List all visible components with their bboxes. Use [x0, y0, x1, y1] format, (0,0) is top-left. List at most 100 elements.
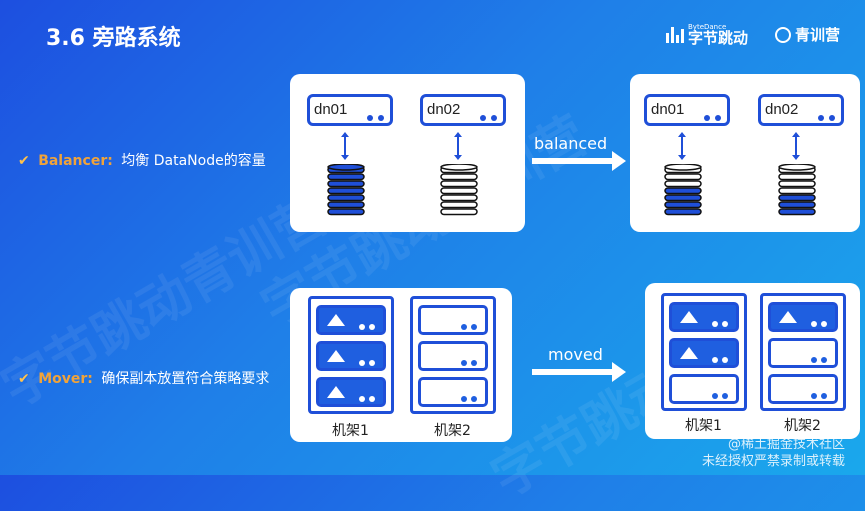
datanode-box: dn02	[420, 94, 506, 126]
rack-slot-filled	[669, 302, 739, 332]
rack-slot-filled	[669, 338, 739, 368]
status-dots-icon	[355, 317, 375, 335]
rack	[760, 293, 846, 411]
disk-segment	[664, 201, 702, 209]
disk-segment	[778, 201, 816, 209]
disk-segment	[327, 201, 365, 209]
status-dots-icon	[708, 386, 728, 404]
page-title: 3.6 旁路系统	[46, 26, 181, 51]
datanode-name: dn01	[651, 101, 685, 118]
status-dots-icon	[813, 108, 835, 126]
balancer-before-panel: dn01 dn02	[290, 74, 525, 232]
status-dots-icon	[457, 353, 477, 371]
disk-cap	[664, 164, 702, 171]
disk-cap	[327, 164, 365, 171]
disk-segment	[327, 180, 365, 188]
check-icon: ✔	[18, 153, 30, 169]
rack-slot-empty	[669, 374, 739, 404]
bidirectional-arrow-icon	[454, 132, 462, 160]
camp-logo: 青训营	[775, 24, 840, 45]
disk-segment	[664, 194, 702, 202]
status-dots-icon	[457, 317, 477, 335]
status-dots-icon	[355, 353, 375, 371]
status-dots-icon	[708, 350, 728, 368]
datanode-box: dn02	[758, 94, 844, 126]
disk-cap	[440, 164, 478, 171]
bytedance-name: 字节跳动	[688, 29, 749, 47]
rack-slot-empty	[768, 338, 838, 368]
rack	[410, 296, 496, 414]
eject-triangle-icon	[327, 350, 345, 362]
mover-after-panel: 机架1 机架2	[645, 283, 860, 439]
disk-segment	[664, 180, 702, 188]
bidirectional-arrow-icon	[792, 132, 800, 160]
status-dots-icon	[807, 386, 827, 404]
eject-triangle-icon	[327, 386, 345, 398]
status-dots-icon	[355, 389, 375, 407]
datanode-name: dn02	[427, 101, 461, 118]
rack-slot-filled	[316, 377, 386, 407]
rack-slot-filled	[316, 341, 386, 371]
disk-segment	[664, 208, 702, 216]
disk-segment	[778, 180, 816, 188]
status-dots-icon	[708, 314, 728, 332]
eject-triangle-icon	[327, 314, 345, 326]
balancer-keyword: Balancer:	[38, 153, 113, 169]
rack	[308, 296, 394, 414]
status-dots-icon	[807, 350, 827, 368]
rack-label: 机架2	[784, 418, 821, 434]
camp-name: 青训营	[795, 26, 841, 44]
footer-watermark: @稀土掘金技术社区 未经授权严禁录制或转载	[702, 436, 845, 471]
mover-before-panel: 机架1 机架2	[290, 288, 512, 442]
datanode-name: dn01	[314, 101, 348, 118]
disk-stack-icon	[664, 164, 702, 216]
disk-segment	[440, 173, 478, 181]
disk-segment	[327, 173, 365, 181]
rack-slot-empty	[418, 341, 488, 371]
rack-slot-filled	[316, 305, 386, 335]
eject-triangle-icon	[680, 311, 698, 323]
bytedance-logo: ByteDance 字节跳动	[666, 24, 748, 46]
rack-slot-empty	[418, 305, 488, 335]
disk-segment	[778, 187, 816, 195]
check-icon: ✔	[18, 371, 30, 387]
disk-segment	[778, 194, 816, 202]
status-dots-icon	[475, 108, 497, 126]
disk-segment	[440, 187, 478, 195]
mover-keyword: Mover:	[38, 371, 93, 387]
moved-label: moved	[548, 345, 603, 364]
disk-segment	[327, 194, 365, 202]
balanced-label: balanced	[534, 134, 608, 153]
datanode-box: dn01	[307, 94, 393, 126]
rack-label: 机架1	[332, 423, 369, 439]
disk-stack-icon	[440, 164, 478, 216]
bidirectional-arrow-icon	[341, 132, 349, 160]
disk-segment	[664, 173, 702, 181]
eject-triangle-icon	[779, 311, 797, 323]
disk-segment	[440, 201, 478, 209]
rack-slot-empty	[418, 377, 488, 407]
disk-stack-icon	[778, 164, 816, 216]
rack	[661, 293, 747, 411]
disk-segment	[327, 187, 365, 195]
balanced-arrow-icon	[532, 151, 626, 171]
footer-line2: 未经授权严禁录制或转载	[701, 454, 845, 470]
bytedance-small-text: ByteDance	[688, 23, 727, 31]
mover-description: 确保副本放置符合策略要求	[101, 371, 270, 387]
rack-slot-filled	[768, 302, 838, 332]
mover-bullet: ✔ Mover: 确保副本放置符合策略要求	[18, 368, 269, 388]
rack-slot-empty	[768, 374, 838, 404]
moved-arrow-icon	[532, 362, 626, 382]
camp-logo-icon	[775, 26, 791, 43]
balancer-bullet: ✔ Balancer: 均衡 DataNode的容量	[18, 150, 266, 170]
disk-cap	[778, 164, 816, 171]
disk-segment	[778, 173, 816, 181]
datanode-box: dn01	[644, 94, 730, 126]
bidirectional-arrow-icon	[678, 132, 686, 160]
status-dots-icon	[807, 314, 827, 332]
disk-segment	[440, 180, 478, 188]
disk-segment	[440, 208, 478, 216]
bytedance-bars-icon	[666, 27, 684, 43]
disk-segment	[778, 208, 816, 216]
disk-segment	[664, 187, 702, 195]
